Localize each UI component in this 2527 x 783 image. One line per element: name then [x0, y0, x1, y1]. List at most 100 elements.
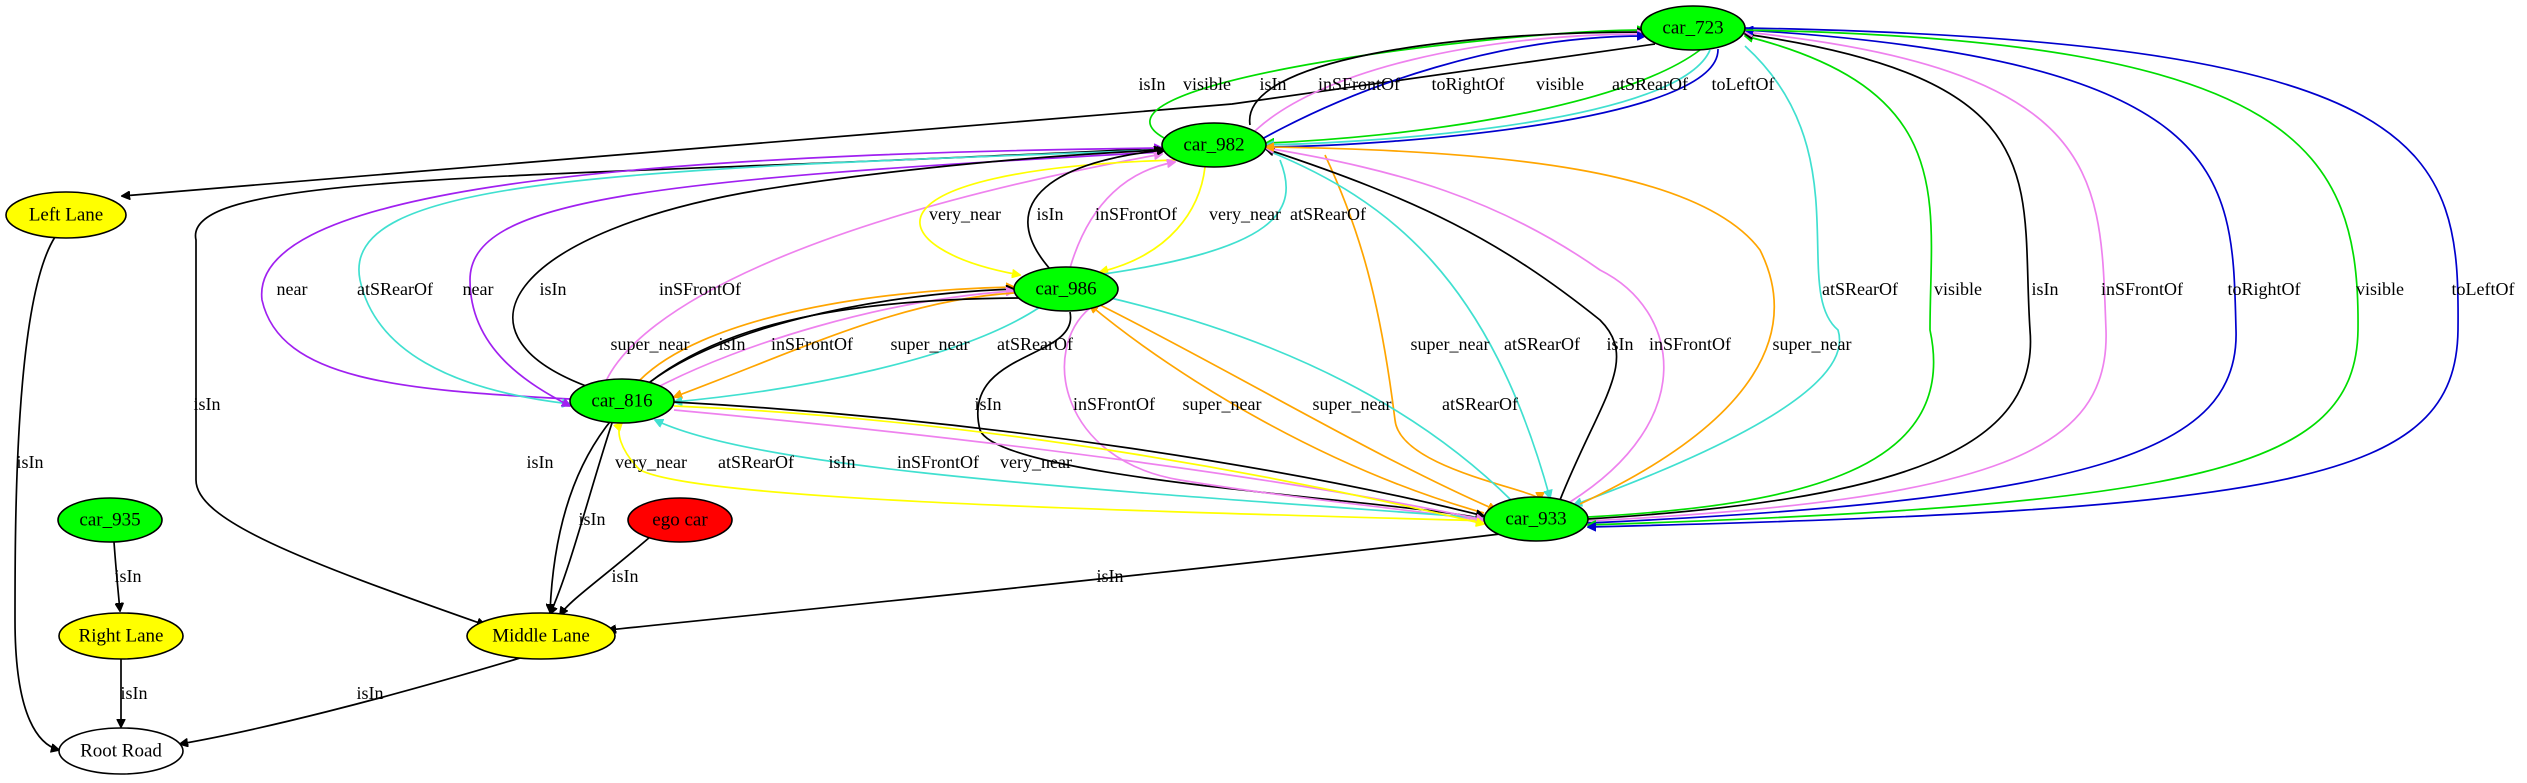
edge-label: isIn [579, 509, 606, 529]
node-left-lane: Left Lane [5, 191, 127, 239]
node-car-986: car_986 [1013, 266, 1119, 312]
edge-car_986-inSFrontOf-car_933 [1063, 307, 1484, 521]
edge-label: atSRearOf [1504, 334, 1580, 354]
node-shape [569, 378, 675, 424]
edge-car_816-isIn-car_982 [512, 150, 1162, 387]
edge-car_723-toLeftOf-car_933 [1588, 27, 2459, 527]
nodes-layer: car_723car_982car_986car_816car_933car_9… [5, 5, 1746, 775]
edge-label: toLeftOf [1712, 74, 1775, 94]
edge-car_982-atSRearOf-car_986 [1090, 159, 1287, 276]
node-label: car_723 [1662, 17, 1723, 38]
edge-left_lane-isIn-root_road [14, 236, 59, 750]
node-shape [1161, 122, 1267, 168]
edge-car_723-visible-car_933 [1588, 29, 2359, 525]
edge-car_982-very_near-car_986 [1100, 166, 1206, 272]
edge-label: isIn [719, 334, 746, 354]
edge-label: isIn [1607, 334, 1634, 354]
edge-car_933-inSFrontOf-car_982 [1266, 148, 1665, 503]
edge-label: isIn [829, 452, 856, 472]
edge-label: very_near [615, 452, 687, 472]
edge-label: inSFrontOf [1649, 334, 1731, 354]
edge-car_933-super_near-car_982 [1266, 147, 1775, 505]
edge-label: toLeftOf [2452, 279, 2515, 299]
edge-label: isIn [540, 279, 567, 299]
edge-label: atSRearOf [357, 279, 433, 299]
edge-label: super_near [1183, 394, 1262, 414]
edge-label: inSFrontOf [1318, 74, 1400, 94]
node-car-982: car_982 [1161, 122, 1267, 168]
edge-label: visible [1183, 74, 1231, 94]
node-label: Right Lane [79, 625, 164, 646]
edge-label: atSRearOf [1442, 394, 1518, 414]
edge-car_986-isIn-car_933 [976, 311, 1484, 519]
edge-label: isIn [1097, 566, 1124, 586]
edge-label: very_near [1209, 204, 1281, 224]
edge-car_933-toRightOf-car_723 [1587, 30, 2237, 524]
edge-label: isIn [194, 394, 221, 414]
edge-label: toRightOf [2227, 279, 2300, 299]
edge-label: isIn [115, 566, 142, 586]
edge-label: super_near [891, 334, 970, 354]
edge-car_982-atSRearOf-car_816 [358, 149, 1163, 404]
node-shape [5, 191, 127, 239]
edge-label: atSRearOf [1290, 204, 1366, 224]
edge-car_935-isIn-right_lane [113, 541, 120, 611]
edge-label: isIn [612, 566, 639, 586]
edge-car_933-atSRearOf-car_986 [1102, 296, 1513, 502]
edge-label: super_near [1773, 334, 1852, 354]
edge-car_982-isIn-car_723 [1249, 32, 1645, 126]
node-label: car_986 [1035, 278, 1096, 299]
edge-car_982-super_near-car_933 [1324, 154, 1540, 500]
edge-car_816-super_near-car_986 [639, 287, 1014, 381]
edge-car_933-isIn-car_982 [1266, 149, 1618, 501]
edge-label: very_near [929, 204, 1001, 224]
edge-middle_lane-isIn-root_road [180, 657, 521, 744]
node-shape [58, 727, 184, 775]
edge-car_982-inSFrontOf-car_723 [1254, 34, 1645, 132]
edge-label: visible [1934, 279, 1982, 299]
edge-ego_car-isIn-middle_lane [560, 536, 651, 615]
edge-car_933-atSRearOf-car_816 [655, 420, 1485, 519]
node-label: car_982 [1183, 134, 1244, 155]
node-label: car_816 [591, 390, 652, 411]
node-label: Left Lane [29, 204, 103, 225]
edge-label: isIn [17, 452, 44, 472]
edge-car_816-very_near-car_933 [673, 405, 1484, 524]
edges-layer [14, 27, 2459, 750]
edge-label: inSFrontOf [2101, 279, 2183, 299]
edge-car_723-atSRearOf-car_933 [1574, 45, 1841, 505]
edge-label: near [277, 279, 308, 299]
edge-label: atSRearOf [718, 452, 794, 472]
edge-car_933-visible-car_723 [1587, 36, 1935, 518]
node-shape [58, 612, 184, 660]
node-label: Middle Lane [492, 625, 590, 646]
edge-car_982-near-car_816 [469, 151, 1163, 406]
node-shape [1640, 5, 1746, 51]
edge-car_723-atSRearOf-car_982 [1266, 49, 1711, 145]
edge-car_982-isIn-middle_lane [194, 147, 1163, 625]
node-shape [57, 497, 163, 543]
edge-label: isIn [2032, 279, 2059, 299]
edge-car_986-super_near-car_933 [1099, 304, 1496, 510]
edge-label: inSFrontOf [1095, 204, 1177, 224]
node-car-723: car_723 [1640, 5, 1746, 51]
edge-labels-layer: isIn visible isIn inSFrontOf toRightOf visibl… [17, 74, 2515, 703]
edge-label: isIn [1260, 74, 1287, 94]
edge-car_933-isIn-middle_lane [608, 533, 1501, 630]
edge-label: isIn [1139, 74, 1166, 94]
edge-car_986-super_near-car_816 [674, 292, 1015, 397]
edge-car_982-very_near-car_986 [919, 159, 1176, 275]
edge-label: super_near [1411, 334, 1490, 354]
edge-car_986-isIn-car_982 [1027, 150, 1165, 270]
edge-car_933-isIn-car_723 [1587, 34, 2032, 520]
edge-label: near [463, 279, 494, 299]
node-shape [1483, 496, 1589, 542]
edge-label: isIn [975, 394, 1002, 414]
node-car-933: car_933 [1483, 496, 1589, 542]
edge-car_816-inSFrontOf-car_986 [659, 291, 1014, 387]
node-label: ego car [652, 509, 708, 530]
edge-label: inSFrontOf [659, 279, 741, 299]
edge-car_986-isIn-middle_lane [550, 297, 1021, 612]
edge-car_723-visible-car_982 [1266, 49, 1701, 143]
